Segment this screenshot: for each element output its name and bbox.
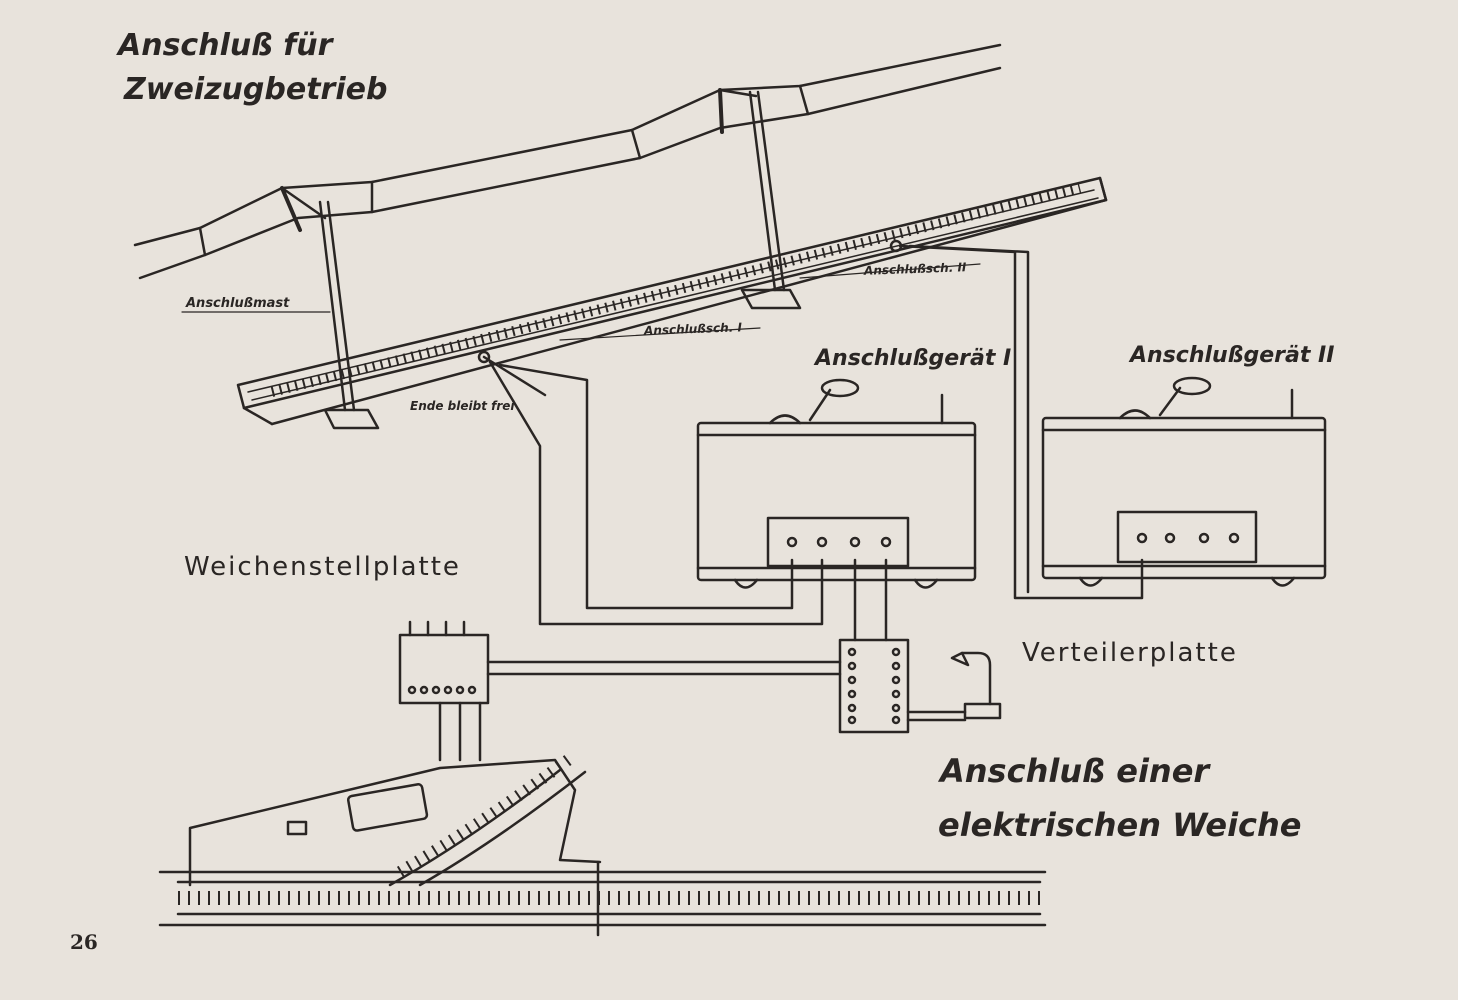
label-connection-device-2: Anschlußgerät II [1130, 343, 1335, 368]
wire-rail-1 [477, 350, 824, 626]
page-number: 26 [70, 930, 98, 954]
upper-track [236, 176, 1108, 426]
switch-control-plate [398, 620, 842, 762]
wire-device-1-distributor [853, 558, 888, 642]
label-connection-device-1: Anschlußgerät I [815, 346, 1012, 371]
electric-turnout [158, 755, 1047, 937]
label-end-free: Ende bleibt frei [410, 399, 515, 413]
label-connection-mast: Anschlußmast [186, 296, 290, 311]
label-distributor-plate: Verteilerplatte [1022, 638, 1238, 668]
connection-device-2 [1041, 376, 1327, 587]
connection-device-1 [696, 378, 977, 589]
subtitle-line-1: Anschluß einer [940, 752, 1210, 790]
distributor-plate [838, 638, 967, 734]
mast-left [318, 200, 380, 430]
title-line-2: Zweizugbetrieb [124, 72, 388, 107]
connection-rail-labels-leaders [181, 263, 981, 341]
subtitle-line-2: elektrischen Weiche [938, 806, 1302, 844]
title-line-1: Anschluß für [118, 28, 333, 63]
label-switch-plate: Weichenstellplatte [184, 552, 461, 582]
overhead-catenary [133, 43, 1002, 280]
lamp [950, 651, 1002, 720]
wire-rail-2 [889, 239, 1144, 600]
